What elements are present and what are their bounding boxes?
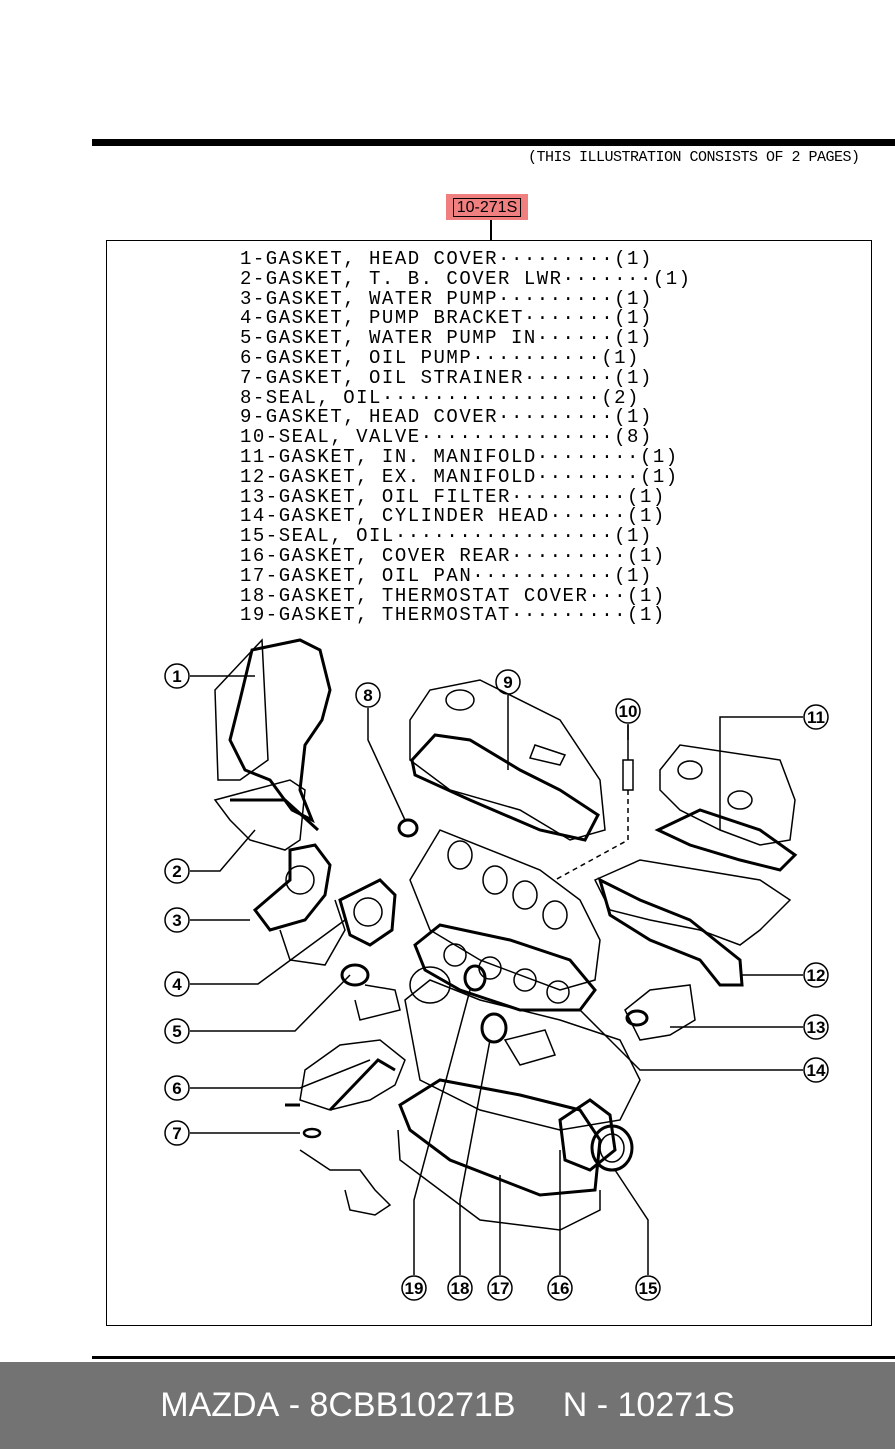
head-gasket-shape <box>413 923 597 1012</box>
callout-3: 3 <box>164 907 190 933</box>
part-item-18: 18-GASKET, THERMOSTAT COVER···(1) <box>240 584 666 607</box>
water-pump-gasket-shape <box>252 843 346 966</box>
oil-strainer-shape <box>299 1127 392 1216</box>
svg-text:13: 13 <box>807 1018 826 1037</box>
svg-text:10: 10 <box>619 702 638 721</box>
svg-text:2: 2 <box>172 862 181 881</box>
part-item-11: 11-GASKET, IN. MANIFOLD········(1) <box>240 445 679 468</box>
svg-text:17: 17 <box>491 1279 510 1298</box>
cylinder-head-shape <box>409 829 601 991</box>
part-item-14: 14-GASKET, CYLINDER HEAD······(1) <box>240 505 666 528</box>
callout-7: 7 <box>164 1120 190 1146</box>
svg-text:4: 4 <box>172 975 182 994</box>
callout-11: 11 <box>803 704 829 730</box>
callout-10: 10 <box>615 698 641 724</box>
pump-bracket-gasket-shape <box>338 878 397 947</box>
part-item-10: 10-SEAL, VALVE···············(8) <box>240 426 653 449</box>
footer-brand: MAZDA <box>160 1386 280 1424</box>
callout-14: 14 <box>803 1057 829 1083</box>
part-item-12: 12-GASKET, EX. MANIFOLD········(1) <box>240 465 679 488</box>
part-item-1: 1-GASKET, HEAD COVER·········(1) <box>240 248 653 270</box>
pages-note: (THIS ILLUSTRATION CONSISTS OF 2 PAGES) <box>528 149 860 166</box>
callout-16: 16 <box>547 1275 573 1301</box>
callout-5: 5 <box>164 1018 190 1044</box>
part-item-4: 4-GASKET, PUMP BRACKET·······(1) <box>240 307 653 330</box>
svg-text:18: 18 <box>451 1279 470 1298</box>
callout-19: 19 <box>401 1275 427 1301</box>
oil-seal-shape <box>397 818 419 838</box>
part-item-2: 2-GASKET, T. B. COVER LWR·······(1) <box>240 267 692 290</box>
part-item-6: 6-GASKET, OIL PUMP··········(1) <box>240 346 640 369</box>
svg-text:8: 8 <box>363 686 372 705</box>
oil-pump-shape <box>285 1039 406 1112</box>
svg-text:16: 16 <box>551 1279 570 1298</box>
part-item-8: 8-SEAL, OIL·················(2) <box>240 386 640 409</box>
thermostat-cover-gasket-shape <box>480 1012 508 1044</box>
svg-text:1: 1 <box>172 667 181 686</box>
svg-text:15: 15 <box>639 1279 658 1298</box>
svg-text:19: 19 <box>405 1279 424 1298</box>
footer-ref: N - 10271S <box>562 1386 735 1424</box>
callout-18: 18 <box>447 1275 473 1301</box>
valve-seal-shape <box>554 725 634 881</box>
oil-pan-shape <box>397 1078 602 1231</box>
callout-6: 6 <box>164 1075 190 1101</box>
footer-bar: MAZDA - 8CBB10271B N - 10271S <box>0 1362 895 1449</box>
water-pump-inlet-shape <box>340 963 401 1021</box>
svg-text:6: 6 <box>172 1079 181 1098</box>
oil-filter-shape <box>624 984 696 1041</box>
part-item-19: 19-GASKET, THERMOSTAT·········(1) <box>240 604 666 627</box>
top-rule <box>92 139 895 146</box>
head-cover-shape <box>409 679 606 842</box>
svg-text:7: 7 <box>172 1124 181 1143</box>
part-item-13: 13-GASKET, OIL FILTER·········(1) <box>240 485 666 508</box>
part-item-3: 3-GASKET, WATER PUMP·········(1) <box>240 287 653 310</box>
ref-code-highlight[interactable]: 10-271S <box>446 194 528 220</box>
exhaust-manifold-shape <box>593 859 792 987</box>
part-item-7: 7-GASKET, OIL STRAINER·······(1) <box>240 366 653 389</box>
part-item-9: 9-GASKET, HEAD COVER·········(1) <box>240 406 653 429</box>
callout-15: 15 <box>635 1275 661 1301</box>
footer-gap <box>516 1386 563 1425</box>
footer-part-number: 8CBB10271B <box>309 1386 516 1424</box>
timing-cover-gasket-shape <box>214 638 332 824</box>
callout-1: 1 <box>164 663 190 689</box>
callout-17: 17 <box>487 1275 513 1301</box>
lower-cover-shape <box>213 779 320 851</box>
svg-text:12: 12 <box>807 966 826 985</box>
svg-text:11: 11 <box>807 708 825 727</box>
svg-text:9: 9 <box>503 673 512 692</box>
callout-2: 2 <box>164 858 190 884</box>
ref-code: 10-271S <box>452 197 522 217</box>
callout-13: 13 <box>803 1014 829 1040</box>
callout-9: 9 <box>495 669 521 695</box>
bottom-rule <box>92 1356 895 1359</box>
footer-sep: - <box>279 1386 310 1424</box>
callouts: 1 2 3 4 5 6 7 8 9 10 11 12 13 14 15 16 1… <box>164 663 829 1301</box>
parts-list: 1-GASKET, HEAD COVER·········(1) 2-GASKE… <box>240 248 692 627</box>
part-item-17: 17-GASKET, OIL PAN···········(1) <box>240 564 653 587</box>
svg-text:14: 14 <box>807 1061 826 1080</box>
leader-lines <box>190 675 803 1275</box>
svg-text:3: 3 <box>172 911 181 930</box>
part-item-16: 16-GASKET, COVER REAR·········(1) <box>240 544 666 567</box>
intake-manifold-shape <box>654 744 798 872</box>
callout-8: 8 <box>355 682 381 708</box>
part-item-15: 15-SEAL, OIL·················(1) <box>240 525 653 548</box>
callout-4: 4 <box>164 971 190 997</box>
callout-12: 12 <box>803 962 829 988</box>
part-item-5: 5-GASKET, WATER PUMP IN······(1) <box>240 327 653 350</box>
svg-text:5: 5 <box>172 1022 181 1041</box>
illustration-frame <box>106 240 872 1326</box>
rear-cover-shape <box>558 1098 634 1172</box>
thermostat-gasket-shape <box>463 964 487 992</box>
thermostat-cover-shape <box>503 1029 557 1066</box>
engine-block-shape <box>404 966 641 1131</box>
